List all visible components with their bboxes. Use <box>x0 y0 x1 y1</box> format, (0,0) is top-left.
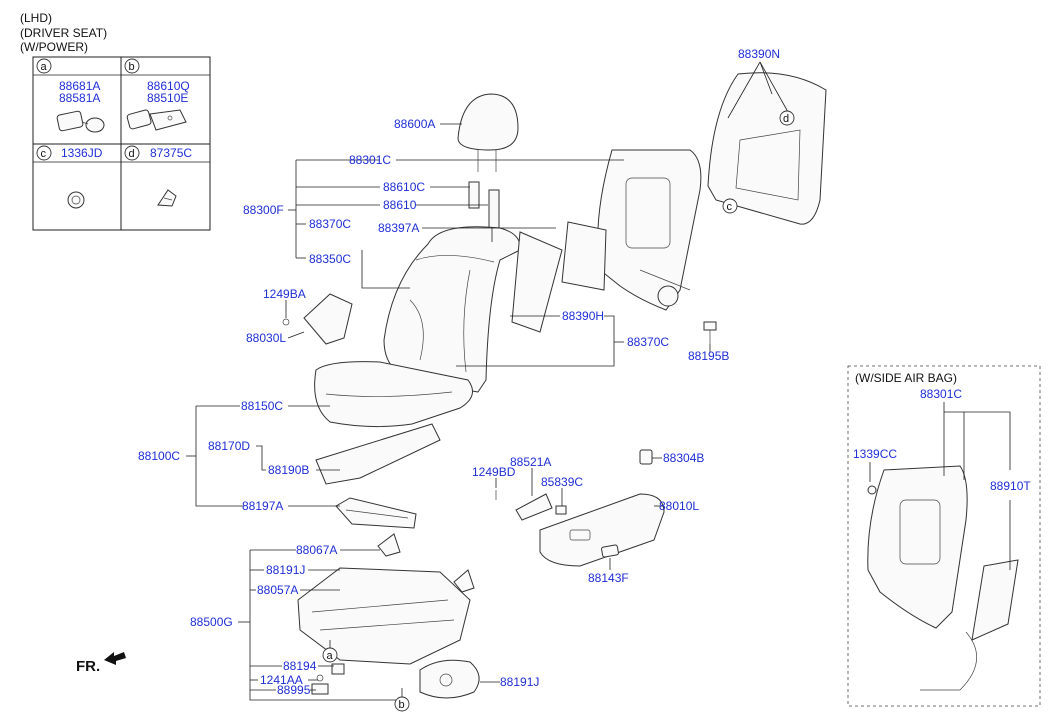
part-88301C[interactable]: 88301C <box>349 153 391 167</box>
part-88057A[interactable]: 88057A <box>257 583 298 597</box>
side-airbag-box <box>847 365 1041 707</box>
callout-c-main: c <box>727 201 733 213</box>
part-88521A[interactable]: 88521A <box>510 455 551 469</box>
callout-b-main: b <box>399 699 405 711</box>
part-88610[interactable]: 88610 <box>383 198 417 212</box>
inset-parts-table: a b c d 88681A 88581A 88610Q 88510E 1336… <box>32 56 211 231</box>
bolt-88195B-sketch <box>703 321 717 344</box>
part-88300F[interactable]: 88300F <box>243 203 284 217</box>
knob-88143F-sketch <box>601 544 619 558</box>
part-88194[interactable]: 88194 <box>283 659 317 673</box>
motor-b-sketch <box>126 109 187 131</box>
part-88010L[interactable]: 88010L <box>659 499 699 513</box>
seat-track-sketch <box>297 533 475 665</box>
motor-88191J-sketch <box>419 659 480 699</box>
table-key-d: d <box>129 148 135 160</box>
table-part-87375C[interactable]: 87375C <box>150 146 192 160</box>
part-88191J-lower[interactable]: 88191J <box>500 675 539 689</box>
part-88301C-side-airbag[interactable]: 88301C <box>920 387 962 401</box>
part-1249BA[interactable]: 1249BA <box>263 287 306 301</box>
callout-a-main: a <box>327 650 334 662</box>
part-88304B[interactable]: 88304B <box>663 451 704 465</box>
table-key-c: c <box>41 148 47 160</box>
side-cover-sketch <box>282 293 353 345</box>
part-88030L[interactable]: 88030L <box>246 331 286 345</box>
table-part-88510E[interactable]: 88510E <box>147 91 188 105</box>
callout-d-main: d <box>783 113 789 125</box>
leader-lines <box>186 61 1011 701</box>
table-part-88610Q[interactable]: 88610Q <box>147 79 190 93</box>
part-88995[interactable]: 88995 <box>277 683 311 697</box>
header-line-1: (LHD) <box>20 11 52 25</box>
part-88350C[interactable]: 88350C <box>309 252 351 266</box>
table-key-b: b <box>129 61 135 73</box>
switch-88521A-sketch <box>495 490 567 521</box>
side-airbag-frame-sketch <box>867 465 1019 691</box>
side-airbag-title: (W/SIDE AIR BAG) <box>855 371 957 385</box>
part-88370C-upper[interactable]: 88370C <box>309 217 351 231</box>
seat-back-frame-sketch <box>597 149 702 311</box>
heater-mat-sketch <box>335 497 417 529</box>
front-arrow-icon <box>104 652 126 665</box>
part-85839C[interactable]: 85839C <box>541 475 583 489</box>
part-1241AA[interactable]: 1241AA <box>260 673 303 687</box>
part-88390N[interactable]: 88390N <box>738 47 780 61</box>
motor-a-sketch <box>56 110 105 133</box>
grommet-c-sketch <box>67 191 85 209</box>
part-88910T[interactable]: 88910T <box>990 479 1031 493</box>
part-88143F[interactable]: 88143F <box>588 571 629 585</box>
seat-back-cushion-sketch <box>383 226 521 393</box>
part-88195B[interactable]: 88195B <box>688 349 729 363</box>
small-parts-88194-sketch <box>311 663 345 695</box>
part-88100C[interactable]: 88100C <box>138 449 180 463</box>
part-88500G[interactable]: 88500G <box>190 615 233 629</box>
table-part-88681A[interactable]: 88681A <box>59 79 100 93</box>
part-88197A[interactable]: 88197A <box>242 499 283 513</box>
part-88600A[interactable]: 88600A <box>394 117 435 131</box>
part-88067A[interactable]: 88067A <box>296 543 337 557</box>
headrest-sketch <box>457 93 519 172</box>
clip-d-sketch <box>157 189 177 207</box>
table-key-a: a <box>41 61 48 73</box>
part-88397A[interactable]: 88397A <box>378 221 419 235</box>
part-1249BD[interactable]: 1249BD <box>472 465 516 479</box>
lumbar-mat-sketch <box>511 221 607 333</box>
table-part-1336JD[interactable]: 1336JD <box>61 146 103 160</box>
fr-label: FR. <box>76 658 100 675</box>
seat-cushion-sketch <box>314 361 473 428</box>
back-panel-sketch <box>707 72 827 225</box>
cushion-wire-sketch <box>315 423 441 485</box>
part-88610C[interactable]: 88610C <box>383 180 425 194</box>
part-88191J-upper[interactable]: 88191J <box>266 563 305 577</box>
part-88170D[interactable]: 88170D <box>208 439 250 453</box>
part-88190B[interactable]: 88190B <box>268 463 309 477</box>
part-88150C[interactable]: 88150C <box>241 399 283 413</box>
part-88390H[interactable]: 88390H <box>562 309 604 323</box>
part-88370C-lower[interactable]: 88370C <box>627 335 669 349</box>
header-line-2: (DRIVER SEAT) <box>20 26 107 40</box>
part-1339CC[interactable]: 1339CC <box>853 447 897 461</box>
side-shield-sketch <box>539 449 665 567</box>
header-line-3: (W/POWER) <box>20 40 88 54</box>
table-part-88581A[interactable]: 88581A <box>59 91 100 105</box>
part-labels: 88390N 88600A 88301C 88610C 88300F 88610… <box>138 47 1031 697</box>
front-direction-indicator: FR. <box>76 652 126 675</box>
